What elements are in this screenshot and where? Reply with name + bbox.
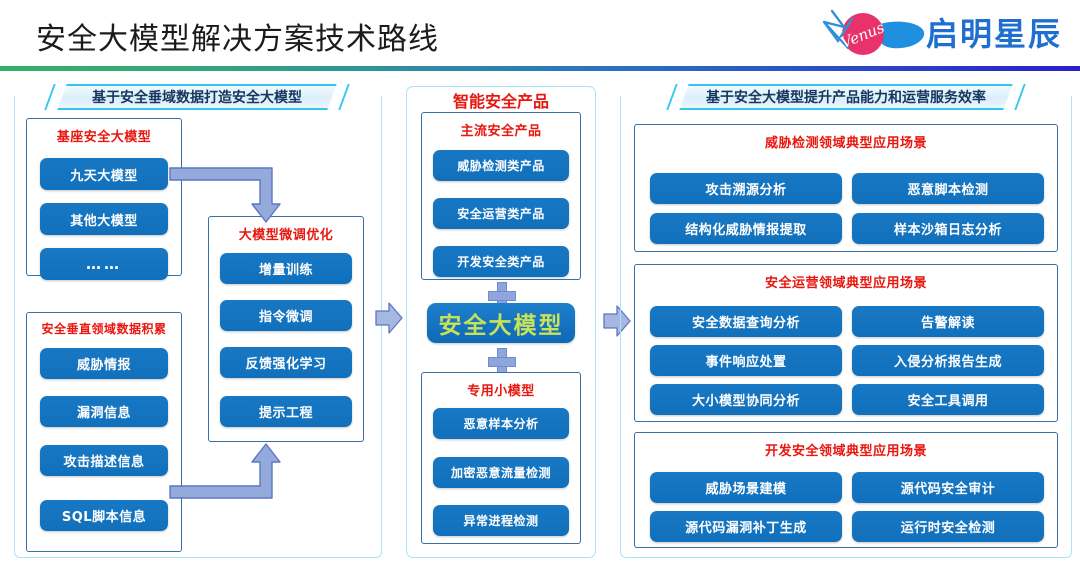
item-intrusion-report-generation[interactable]: 入侵分析报告生成 xyxy=(852,345,1044,376)
item-structured-threat-intel-extraction[interactable]: 结构化威胁情报提取 xyxy=(650,213,842,244)
plus-operator-icon-bottom xyxy=(488,348,516,376)
item-security-ops-products[interactable]: 安全运营类产品 xyxy=(433,198,569,229)
item-devsecops-products[interactable]: 开发安全类产品 xyxy=(433,246,569,277)
group-title: 安全垂直领域数据积累 xyxy=(41,322,167,336)
item-incident-response[interactable]: 事件响应处置 xyxy=(650,345,842,376)
page-title: 安全大模型解决方案技术路线 xyxy=(36,22,439,57)
item-jiutian-model[interactable]: 九天大模型 xyxy=(40,158,168,190)
hero-security-llm[interactable]: 安全大模型 xyxy=(427,303,575,343)
item-threat-modeling[interactable]: 威胁场景建模 xyxy=(650,472,842,503)
left-panel-banner: 基于安全垂域数据打造安全大模型 xyxy=(57,84,337,110)
item-vuln-info[interactable]: 漏洞信息 xyxy=(40,396,168,427)
group-title: 开发安全领域典型应用场景 xyxy=(764,444,927,459)
item-other-model[interactable]: 其他大模型 xyxy=(40,203,168,235)
item-runtime-security-detection[interactable]: 运行时安全检测 xyxy=(852,511,1044,542)
mid-panel-title: 智能安全产品 xyxy=(452,92,549,111)
item-model-collaboration-analysis[interactable]: 大小模型协同分析 xyxy=(650,384,842,415)
item-more-models[interactable]: …… xyxy=(40,248,168,280)
item-vuln-patch-generation[interactable]: 源代码漏洞补丁生成 xyxy=(650,511,842,542)
arrow-foundation-to-finetune xyxy=(169,167,281,223)
logo-company-name: 启明星辰 xyxy=(925,15,1062,53)
item-attack-desc[interactable]: 攻击描述信息 xyxy=(40,445,168,476)
item-alert-interpretation[interactable]: 告警解读 xyxy=(852,306,1044,337)
left-panel-frame xyxy=(14,96,382,558)
item-encrypted-traffic-detection[interactable]: 加密恶意流量检测 xyxy=(433,457,569,488)
item-instruction-finetune[interactable]: 指令微调 xyxy=(220,300,352,331)
mid-panel-frame xyxy=(406,86,596,558)
item-security-data-query[interactable]: 安全数据查询分析 xyxy=(650,306,842,337)
item-malware-sample-analysis[interactable]: 恶意样本分析 xyxy=(433,408,569,439)
right-panel-banner: 基于安全大模型提升产品能力和运营服务效率 xyxy=(679,84,1013,110)
item-source-code-audit[interactable]: 源代码安全审计 xyxy=(852,472,1044,503)
arrow-mid-to-right xyxy=(603,305,631,337)
slide-header: 安全大模型解决方案技术路线 Venus 启明星辰 xyxy=(0,0,1080,71)
arrow-data-to-finetune xyxy=(169,443,281,499)
item-sandbox-log-analysis[interactable]: 样本沙箱日志分析 xyxy=(852,213,1044,244)
group-title: 专用小模型 xyxy=(467,384,535,399)
item-incremental-training[interactable]: 增量训练 xyxy=(220,253,352,284)
group-title: 大模型微调优化 xyxy=(238,228,334,243)
item-threat-intel[interactable]: 威胁情报 xyxy=(40,348,168,379)
item-security-tool-invocation[interactable]: 安全工具调用 xyxy=(852,384,1044,415)
item-prompt-engineering[interactable]: 提示工程 xyxy=(220,396,352,427)
item-threat-detection-products[interactable]: 威胁检测类产品 xyxy=(433,150,569,181)
group-title: 主流安全产品 xyxy=(460,124,542,139)
venus-logo-icon: Venus xyxy=(822,9,925,55)
company-logo: Venus 启明星辰 xyxy=(804,6,1064,62)
group-title: 安全运营领域典型应用场景 xyxy=(764,276,927,291)
item-rlhf[interactable]: 反馈强化学习 xyxy=(220,347,352,378)
right-panel-frame xyxy=(620,96,1072,558)
item-malicious-script-detection[interactable]: 恶意脚本检测 xyxy=(852,173,1044,204)
item-abnormal-process-detection[interactable]: 异常进程检测 xyxy=(433,505,569,536)
item-sql-script-info[interactable]: SQL脚本信息 xyxy=(40,500,168,531)
group-title: 基座安全大模型 xyxy=(56,130,152,145)
group-title: 威胁检测领域典型应用场景 xyxy=(764,136,927,151)
item-attack-attribution[interactable]: 攻击溯源分析 xyxy=(650,173,842,204)
header-accent-rule xyxy=(0,66,1080,71)
arrow-left-to-mid xyxy=(375,302,403,334)
